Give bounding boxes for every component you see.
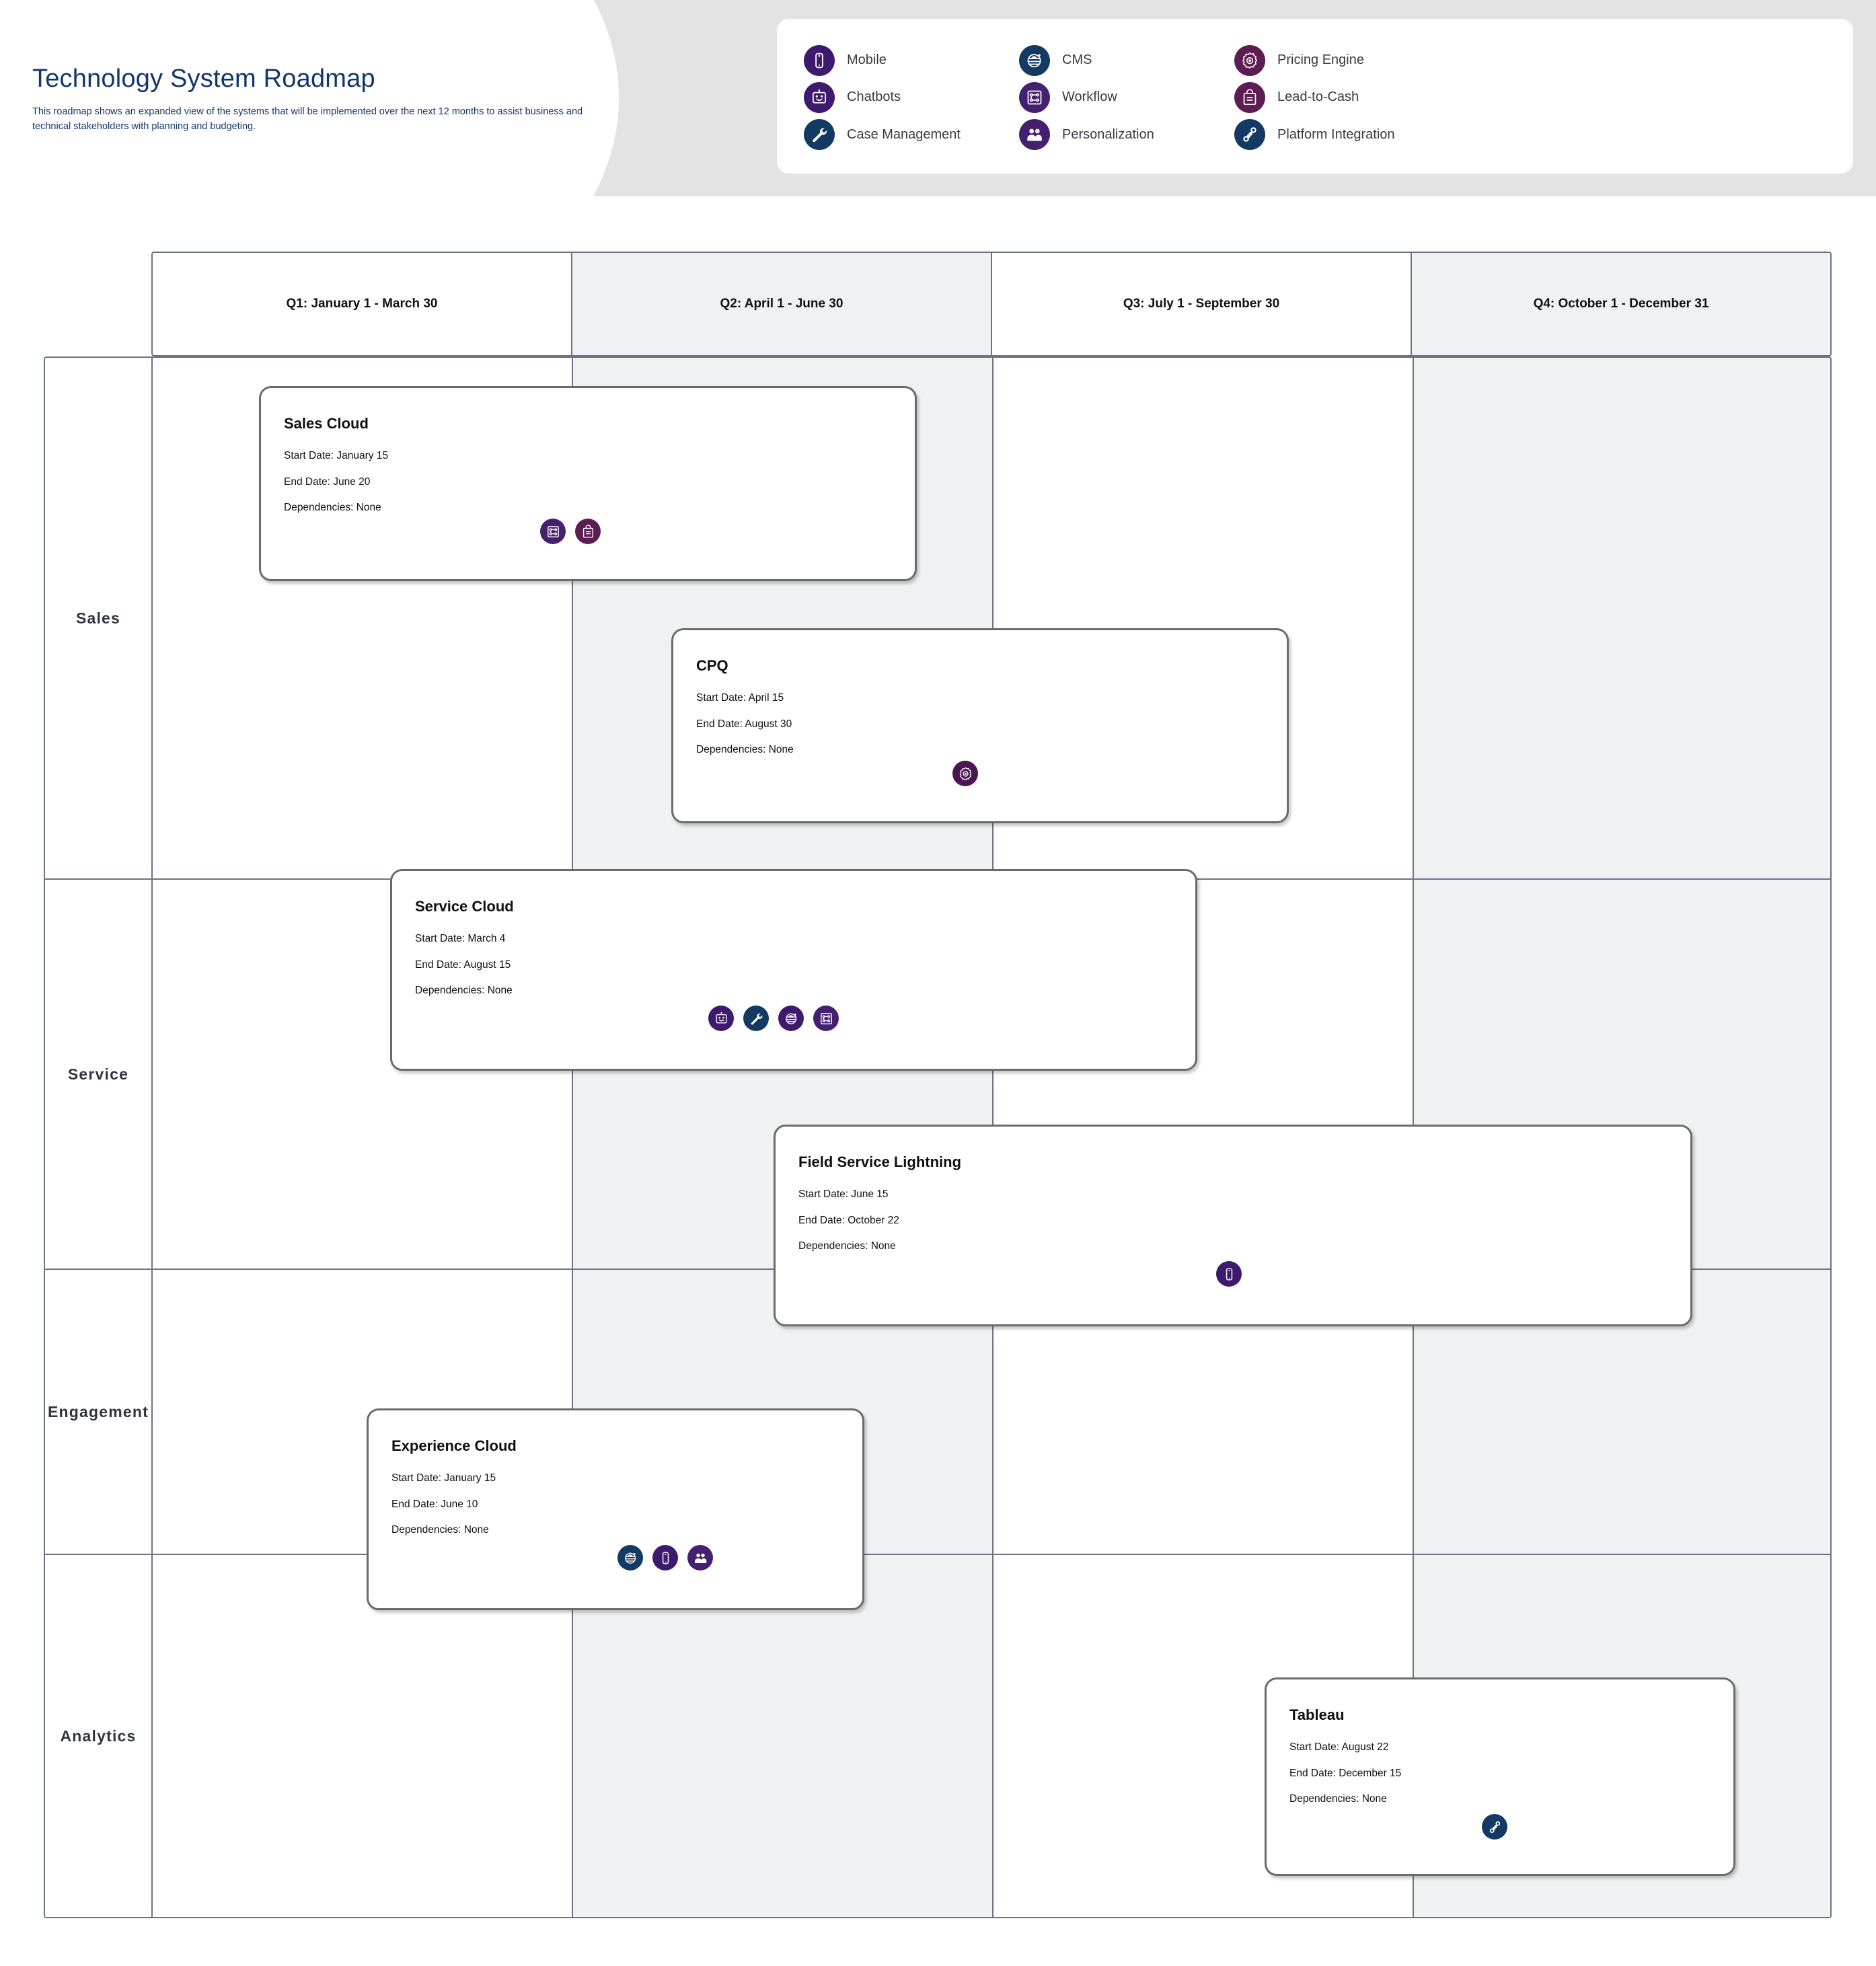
card-start-date: Start Date: March 4 <box>415 933 506 944</box>
legend-label: Mobile <box>847 52 887 68</box>
card-dependencies: Dependencies: None <box>798 1240 896 1252</box>
card-icon-row <box>540 519 601 544</box>
legend-item-case-management: Case Management <box>804 119 1019 151</box>
row-label-engagement: Engagement <box>45 1270 153 1554</box>
card-title: Service Cloud <box>415 898 514 915</box>
row-label-service: Service <box>45 880 153 1269</box>
mobile-icon[interactable] <box>1216 1261 1242 1287</box>
workflow-icon[interactable] <box>813 1006 839 1031</box>
card-end-date: End Date: August 30 <box>696 718 792 730</box>
card-dependencies: Dependencies: None <box>415 985 513 997</box>
card-dependencies: Dependencies: None <box>391 1524 489 1536</box>
card-end-date: End Date: October 22 <box>798 1214 899 1226</box>
page-subtitle: This roadmap shows an expanded view of t… <box>32 106 583 133</box>
legend-label: Personalization <box>1062 126 1154 142</box>
card-start-date: Start Date: June 15 <box>798 1188 889 1200</box>
legend-label: Platform Integration <box>1277 126 1395 142</box>
cms-icon <box>1019 44 1050 76</box>
card-title: Sales Cloud <box>284 415 369 432</box>
pricing-engine-icon[interactable] <box>952 761 978 786</box>
platform-integration-icon <box>1234 119 1265 151</box>
card-icon-row <box>1482 1814 1507 1840</box>
card-icon-row <box>617 1545 713 1571</box>
card-title: CPQ <box>696 657 728 674</box>
quarter-header-3: Q3: July 1 - September 30 <box>992 253 1412 355</box>
card-title: Experience Cloud <box>391 1437 517 1454</box>
legend-label: Workflow <box>1062 89 1117 105</box>
personalization-icon[interactable] <box>687 1545 713 1571</box>
card-title: Field Service Lightning <box>798 1154 962 1170</box>
card-start-date: Start Date: August 22 <box>1289 1741 1389 1753</box>
case-management-icon[interactable] <box>743 1006 769 1031</box>
quarter-header-4: Q4: October 1 - December 31 <box>1412 253 1830 355</box>
chatbot-icon[interactable] <box>708 1006 734 1031</box>
cell-engagement-q3 <box>993 1270 1414 1554</box>
legend-item-mobile: Mobile <box>804 44 1019 76</box>
card-start-date: Start Date: April 15 <box>696 692 784 704</box>
workflow-icon[interactable] <box>540 519 566 544</box>
card-icon-row <box>952 761 978 786</box>
cell-analytics-q2 <box>573 1555 993 1917</box>
header-text-block: Technology System Roadmap This roadmap s… <box>32 64 611 135</box>
card-end-date: End Date: August 15 <box>415 958 511 971</box>
cms-icon[interactable] <box>617 1545 643 1571</box>
card-start-date: Start Date: January 15 <box>391 1472 496 1484</box>
legend-item-platform-integration: Platform Integration <box>1234 119 1826 151</box>
legend-item-pricing-engine: Pricing Engine <box>1234 44 1826 76</box>
cell-sales-q4 <box>1414 358 1830 878</box>
legend-item-workflow: Workflow <box>1019 81 1234 113</box>
legend-item-cms: CMS <box>1019 44 1234 76</box>
cms-icon[interactable] <box>778 1006 804 1031</box>
card-icon-row <box>1216 1261 1242 1287</box>
legend-label: CMS <box>1062 52 1092 68</box>
lead-to-cash-icon <box>1234 81 1265 113</box>
case-management-icon <box>804 119 835 151</box>
legend-item-lead-to-cash: Lead-to-Cash <box>1234 81 1826 113</box>
card-icon-row <box>708 1006 839 1031</box>
mobile-icon[interactable] <box>652 1545 678 1571</box>
card-dependencies: Dependencies: None <box>1289 1793 1387 1805</box>
chatbot-icon <box>804 81 835 113</box>
row-label-analytics: Analytics <box>45 1555 153 1917</box>
card-dependencies: Dependencies: None <box>696 744 794 756</box>
header-curve-decoration <box>0 0 619 196</box>
quarter-header-1: Q1: January 1 - March 30 <box>153 253 572 355</box>
legend-label: Chatbots <box>847 89 901 105</box>
card-end-date: End Date: June 20 <box>284 476 371 488</box>
workflow-icon <box>1019 81 1050 113</box>
roadmap-card-cpq[interactable]: CPQ Start Date: April 15 End Date: August … <box>671 628 1289 823</box>
card-end-date: End Date: June 10 <box>391 1498 478 1510</box>
cell-service-q3 <box>993 880 1414 1269</box>
personalization-icon <box>1019 119 1050 151</box>
legend-item-personalization: Personalization <box>1019 119 1234 151</box>
legend-label: Case Management <box>847 126 961 142</box>
mobile-icon <box>804 44 835 76</box>
card-end-date: End Date: December 15 <box>1289 1767 1402 1779</box>
row-label-sales: Sales <box>45 358 153 878</box>
legend-item-chatbot: Chatbots <box>804 81 1019 113</box>
cell-service-q1 <box>153 880 573 1269</box>
cell-sales-q1 <box>153 358 573 878</box>
platform-integration-icon[interactable] <box>1482 1814 1507 1840</box>
pricing-engine-icon <box>1234 44 1265 76</box>
legend-label: Pricing Engine <box>1277 52 1364 68</box>
page-title: Technology System Roadmap <box>32 65 375 93</box>
quarter-header-2: Q2: April 1 - June 30 <box>572 253 992 355</box>
legend-label: Lead-to-Cash <box>1277 89 1359 105</box>
lead-to-cash-icon[interactable] <box>575 519 601 544</box>
card-dependencies: Dependencies: None <box>284 502 381 514</box>
cell-sales-q3 <box>993 358 1414 878</box>
card-title: Tableau <box>1289 1706 1345 1723</box>
cell-analytics-q1 <box>153 1555 573 1917</box>
card-start-date: Start Date: January 15 <box>284 450 389 461</box>
